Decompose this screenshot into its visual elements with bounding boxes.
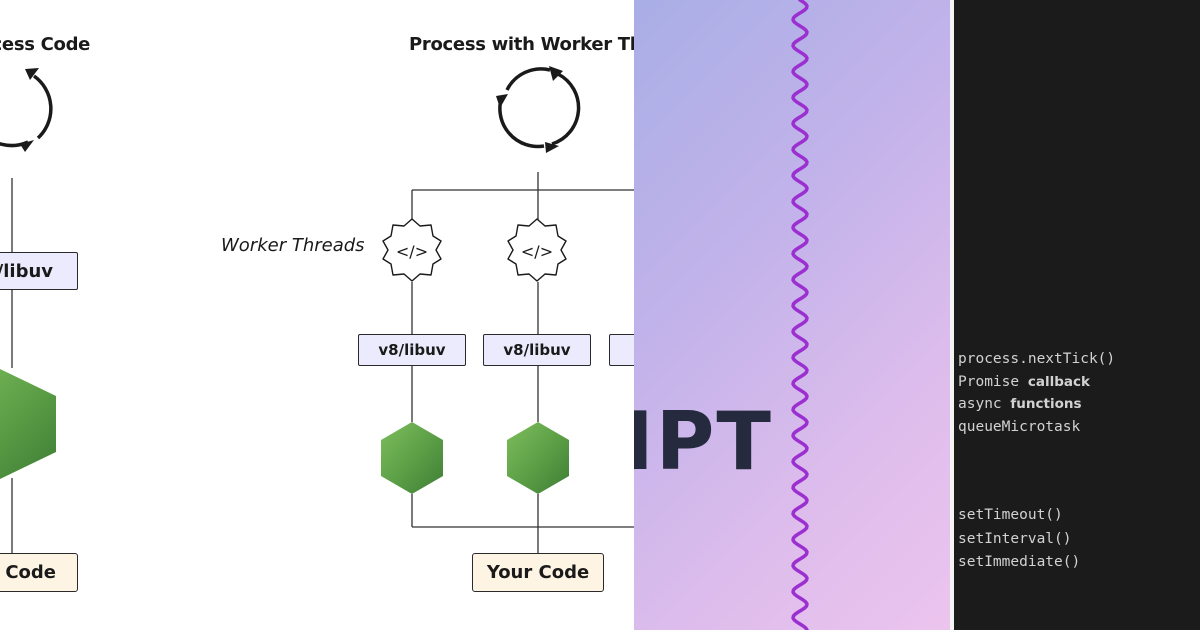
worker-gear-icon-1: </>: [382, 218, 442, 282]
microtask-line: queueMicrotask: [958, 419, 1080, 435]
node-logo-worker-1: [381, 422, 443, 494]
runtime-box-worker-1: v8/libuv: [358, 334, 466, 366]
right-event-loop-icon: [496, 66, 581, 153]
code-glyph-2: </>: [521, 242, 553, 261]
runtime-box-worker-3: [609, 334, 634, 366]
macrotask-line: setInterval(): [958, 531, 1072, 547]
banner-title-fragment: IPT: [634, 395, 773, 488]
your-code-main-label: Your Code: [0, 562, 56, 583]
your-code-box-workers: Your Code: [472, 553, 604, 592]
microtask-line: async functions: [958, 396, 1082, 412]
node-logo-main: [0, 368, 56, 480]
worker-threads-label: Worker Threads: [221, 235, 365, 256]
microtask-code-text: async: [958, 396, 1011, 412]
microtask-word-text: functions: [1010, 396, 1082, 412]
runtime-box-worker-2: v8/libuv: [483, 334, 591, 366]
microtask-line: process.nextTick(): [958, 351, 1115, 367]
right-connectors: [411, 172, 634, 553]
macrotask-code-text: setTimeout(): [958, 507, 1063, 523]
microtask-line: Promise callback: [958, 374, 1090, 390]
runtime-box-worker-2-label: v8/libuv: [503, 341, 571, 359]
diagram-graphics: </> </>: [0, 66, 634, 553]
runtime-box-worker-1-label: v8/libuv: [378, 341, 446, 359]
runtime-box-main: v8/libuv: [0, 252, 78, 290]
code-panel: process.nextTick() Promise callback async …: [954, 0, 1200, 630]
your-code-workers-label: Your Code: [486, 562, 590, 583]
node-process-diagram: </> </> Process Code Process with Worker…: [0, 34, 634, 592]
code-glyph-1: </>: [396, 242, 428, 261]
macrotask-code-text: setInterval(): [958, 530, 1072, 547]
macrotask-line: setImmediate(): [958, 554, 1080, 570]
microtask-word-text: callback: [1027, 373, 1090, 390]
node-logo-worker-2: [507, 422, 569, 494]
runtime-box-main-label: v8/libuv: [0, 260, 53, 282]
gradient-banner: IPT: [634, 0, 950, 630]
panel-divider: [950, 0, 954, 630]
macrotask-code-text: setImmediate(): [958, 554, 1081, 570]
wavy-divider-line: [791, 0, 809, 630]
left-diagram-title: Process Code: [0, 34, 91, 55]
worker-gear-icon-2: </>: [507, 218, 567, 282]
microtask-code-text: Promise: [958, 373, 1028, 390]
microtask-code-text: queueMicrotask: [958, 418, 1081, 435]
microtask-code-text: process.nextTick(): [958, 351, 1116, 367]
left-event-loop-icon: [0, 68, 53, 152]
right-diagram-title: Process with Worker Threads: [409, 34, 634, 55]
macrotask-line: setTimeout(): [958, 507, 1063, 523]
your-code-box-main: Your Code: [0, 553, 78, 592]
